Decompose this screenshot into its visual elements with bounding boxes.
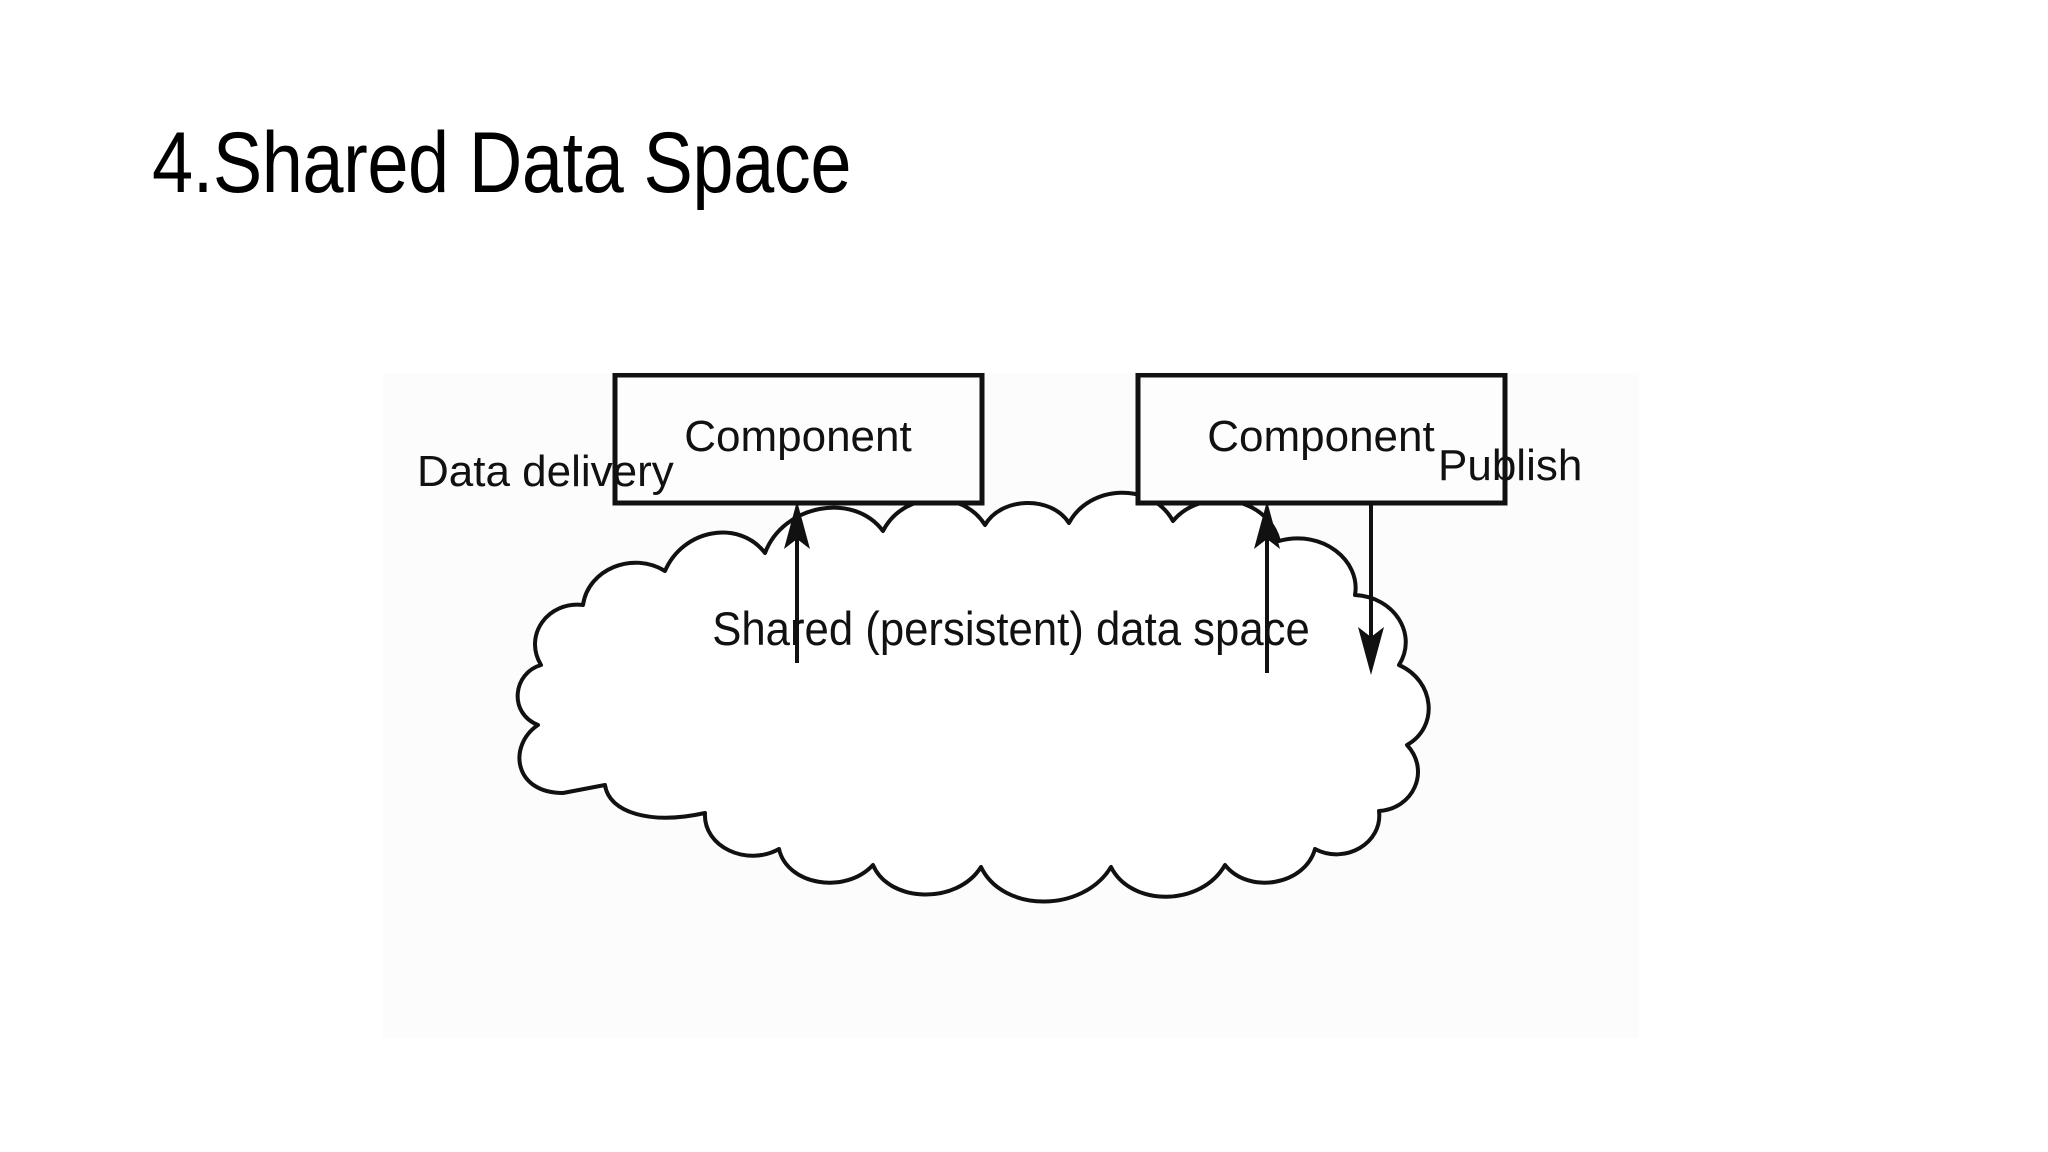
arrow-data-delivery-right <box>1254 501 1280 673</box>
component-right-label: Component <box>1207 412 1434 461</box>
shared-data-space-diagram: Shared (persistent) data space Component… <box>383 373 1639 1038</box>
page-title: 4.Shared Data Space <box>152 115 852 211</box>
shared-data-space-cloud: Shared (persistent) data space <box>515 490 1431 904</box>
cloud-label: Shared (persistent) data space <box>712 603 1310 656</box>
arrow-publish <box>1358 503 1384 675</box>
arrow-data-delivery-left <box>784 501 810 663</box>
component-right-rect[interactable] <box>1135 373 1508 506</box>
diagram-canvas: Shared (persistent) data space Component… <box>417 373 1582 904</box>
component-box-left[interactable]: Component <box>612 373 985 506</box>
label-publish: Publish <box>1438 441 1582 490</box>
component-left-rect[interactable] <box>612 373 985 506</box>
component-left-label: Component <box>684 412 911 461</box>
component-box-right[interactable]: Component <box>1135 373 1508 506</box>
label-data-delivery: Data delivery <box>417 447 674 496</box>
